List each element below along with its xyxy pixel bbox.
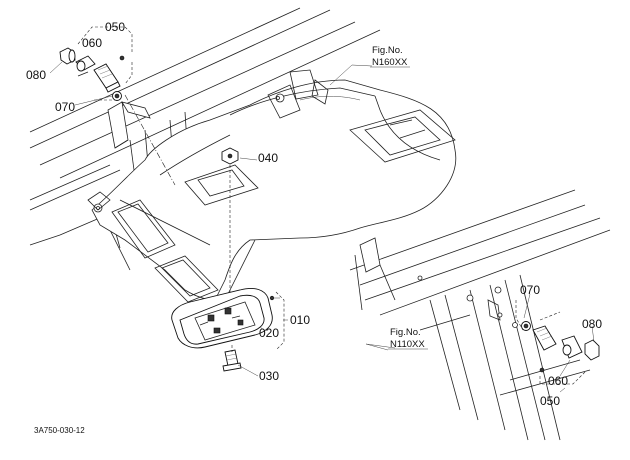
callout-labels: 050 060 080 070 040 010 020 030 070 080 … bbox=[26, 20, 602, 408]
part-040-nut bbox=[221, 147, 239, 165]
room-lamp-assembly bbox=[171, 147, 285, 372]
part-010-lamp bbox=[171, 287, 273, 349]
callout-080-top: 080 bbox=[26, 68, 46, 82]
callout-080-right: 080 bbox=[582, 317, 602, 331]
fig-ref-bottom-number: N110XX bbox=[390, 339, 425, 350]
part-070-right bbox=[521, 321, 531, 331]
callout-030: 030 bbox=[259, 369, 279, 383]
floor-panel bbox=[87, 69, 457, 303]
drawing-code: 3A750-030-12 bbox=[34, 426, 85, 435]
bottom-right-connector-assembly bbox=[515, 300, 600, 385]
callout-050-top: 050 bbox=[105, 20, 125, 34]
connector-body-top bbox=[93, 55, 125, 93]
callout-070-right: 070 bbox=[520, 283, 540, 297]
part-060-right bbox=[561, 335, 583, 359]
callout-040: 040 bbox=[258, 151, 278, 165]
part-080-top bbox=[59, 47, 76, 65]
upper-left-bracket bbox=[107, 94, 176, 186]
part-060-top bbox=[75, 55, 96, 72]
fig-ref-top-number: N160XX bbox=[372, 57, 408, 68]
callout-020: 020 bbox=[259, 326, 279, 340]
callout-070-top: 070 bbox=[55, 100, 75, 114]
figure-references: Fig.No. N160XX Fig.No. N110XX bbox=[372, 45, 425, 350]
leader-lines bbox=[49, 61, 595, 393]
callout-060-right: 060 bbox=[548, 374, 568, 388]
part-070-top bbox=[112, 91, 122, 101]
top-left-connector-assembly bbox=[59, 26, 133, 101]
callout-050-right: 050 bbox=[540, 394, 560, 408]
connector-body-right bbox=[532, 325, 557, 373]
part-080-right bbox=[584, 339, 600, 361]
callout-060-top: 060 bbox=[82, 36, 102, 50]
callout-010: 010 bbox=[290, 313, 310, 327]
lower-right-frame bbox=[349, 189, 611, 441]
fig-ref-top-label: Fig.No. bbox=[372, 45, 403, 56]
part-030-screw bbox=[222, 349, 242, 372]
fig-ref-bottom-label: Fig.No. bbox=[390, 327, 421, 338]
